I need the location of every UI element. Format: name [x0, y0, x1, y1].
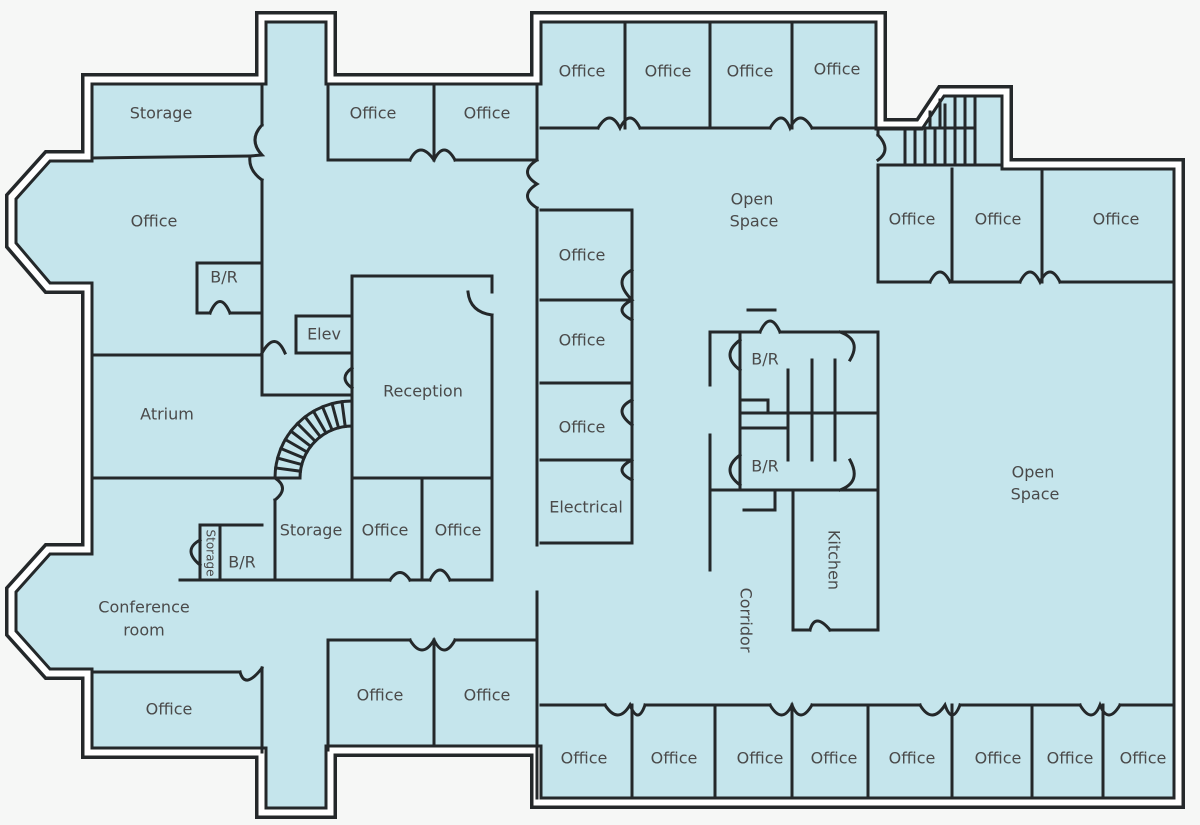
room-label: Office — [814, 60, 861, 79]
room-labels: Storage Office Office Office Office Offi… — [98, 60, 1166, 768]
building-outline — [4, 11, 1185, 819]
room-label: Office — [350, 104, 397, 123]
room-label: B/R — [751, 457, 778, 476]
room-label: Elev — [307, 325, 341, 344]
room-label: Office — [559, 418, 606, 437]
room-label: room — [123, 621, 164, 640]
room-label: Reception — [383, 382, 463, 401]
room-label: Office — [1120, 749, 1167, 768]
room-label: B/R — [210, 268, 237, 287]
room-label: Office — [889, 749, 936, 768]
doors — [189, 116, 1123, 717]
room-label: Storage — [130, 104, 193, 123]
room-label: Office — [975, 749, 1022, 768]
room-label: Office — [131, 212, 178, 231]
spiral-staircase — [273, 399, 354, 480]
room-label: Office — [435, 521, 482, 540]
room-label: Space — [730, 212, 779, 231]
room-label: Office — [1047, 749, 1094, 768]
room-label: Corridor — [737, 588, 756, 653]
room-label: Office — [737, 749, 784, 768]
room-label: B/R — [751, 350, 778, 369]
room-label: Office — [975, 210, 1022, 229]
room-label: Office — [559, 62, 606, 81]
room-label: Office — [889, 210, 936, 229]
room-label: Office — [811, 749, 858, 768]
room-label: Conference — [98, 598, 189, 617]
room-label: Office — [559, 331, 606, 350]
room-label: Storage — [280, 521, 343, 540]
room-label: Office — [561, 749, 608, 768]
room-label: Office — [1093, 210, 1140, 229]
room-label: Open — [731, 190, 774, 209]
room-label: Storage — [204, 530, 218, 577]
room-label: Office — [146, 700, 193, 719]
room-label: Office — [357, 686, 404, 705]
room-label: Office — [651, 749, 698, 768]
room-label: Office — [727, 62, 774, 81]
room-label: Kitchen — [825, 530, 844, 590]
room-label: Open — [1012, 463, 1055, 482]
room-label: Office — [559, 246, 606, 265]
room-label: Office — [645, 62, 692, 81]
room-label: Electrical — [549, 498, 623, 517]
room-label: Office — [464, 104, 511, 123]
room-label: Atrium — [140, 405, 194, 424]
room-label: Office — [464, 686, 511, 705]
interior-walls — [90, 20, 1176, 800]
room-label: B/R — [228, 553, 255, 572]
room-label: Office — [362, 521, 409, 540]
room-label: Space — [1011, 485, 1060, 504]
